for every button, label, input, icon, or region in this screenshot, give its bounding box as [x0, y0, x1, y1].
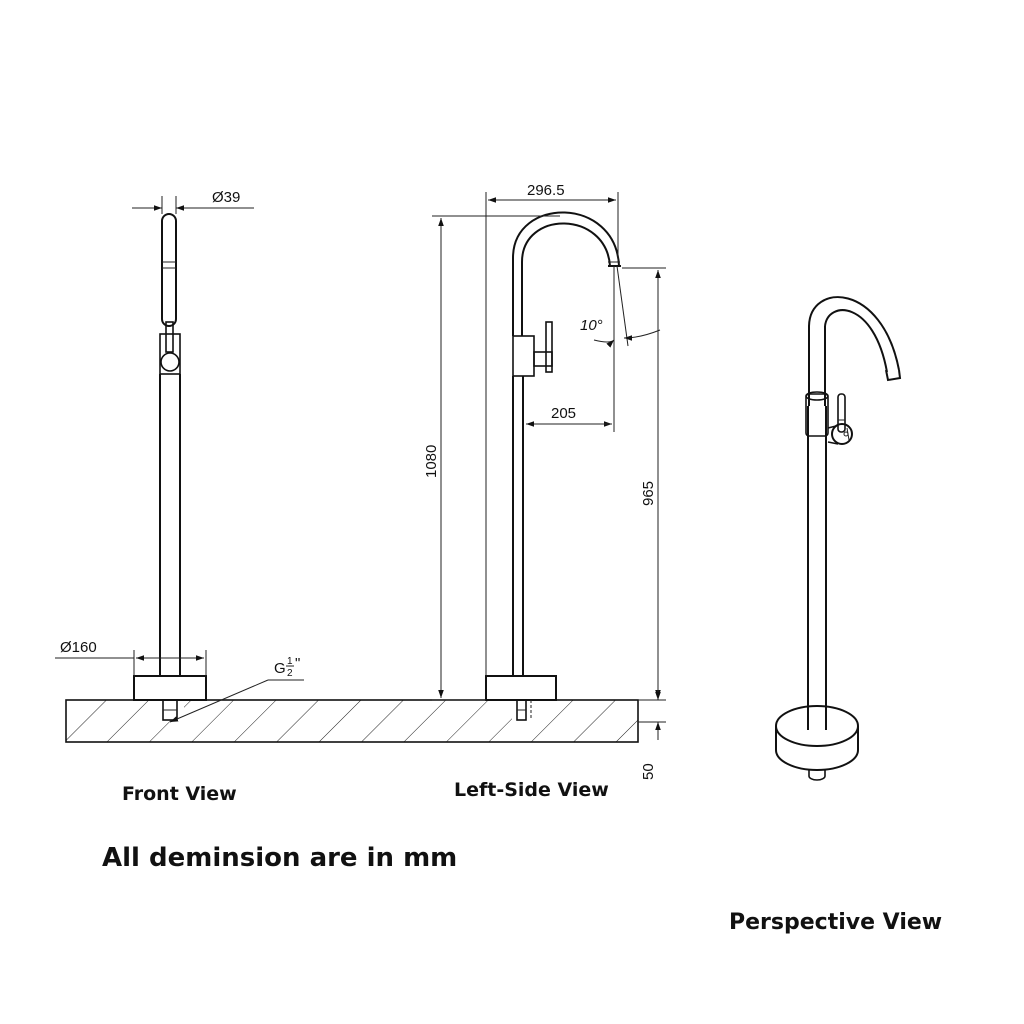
- left-side-view-drawing: [485, 211, 621, 721]
- front-view-label: Front View: [122, 783, 237, 805]
- units-note: All deminsion are in mm: [102, 843, 457, 873]
- thread-numerator: 1: [287, 656, 293, 667]
- floor-section: [65, 699, 639, 743]
- handle-reach-label: 205: [551, 405, 576, 422]
- base-diameter-dimension: Ø160: [55, 639, 207, 676]
- thread-callout: G 1 2 ": [169, 655, 304, 723]
- front-width-dimension: Ø39: [132, 189, 254, 214]
- base-depth-label: 50: [640, 763, 657, 780]
- total-height-label: 1080: [423, 445, 440, 478]
- total-height-dimension: 1080: [423, 215, 560, 701]
- handle-reach-dimension: 205: [526, 342, 615, 432]
- spout-angle-dimension: 10°: [580, 265, 661, 348]
- spout-height-dimension: 965: [622, 267, 666, 701]
- thread-letter: G: [274, 660, 286, 677]
- spout-reach-label: 296.5: [527, 182, 565, 199]
- spout-angle-label: 10°: [580, 317, 603, 334]
- thread-unit: ": [295, 655, 300, 672]
- perspective-view-drawing: [775, 296, 902, 781]
- left-side-view-label: Left-Side View: [454, 779, 609, 801]
- spout-reach-dimension: 296.5: [485, 182, 619, 676]
- perspective-view-label: Perspective View: [729, 910, 942, 935]
- base-diameter-label: Ø160: [60, 639, 97, 656]
- spout-height-label: 965: [640, 481, 657, 506]
- thread-denominator: 2: [287, 668, 293, 679]
- base-depth-dimension: 50: [638, 682, 666, 780]
- front-width-label: Ø39: [212, 189, 240, 206]
- front-view-drawing: [133, 213, 207, 721]
